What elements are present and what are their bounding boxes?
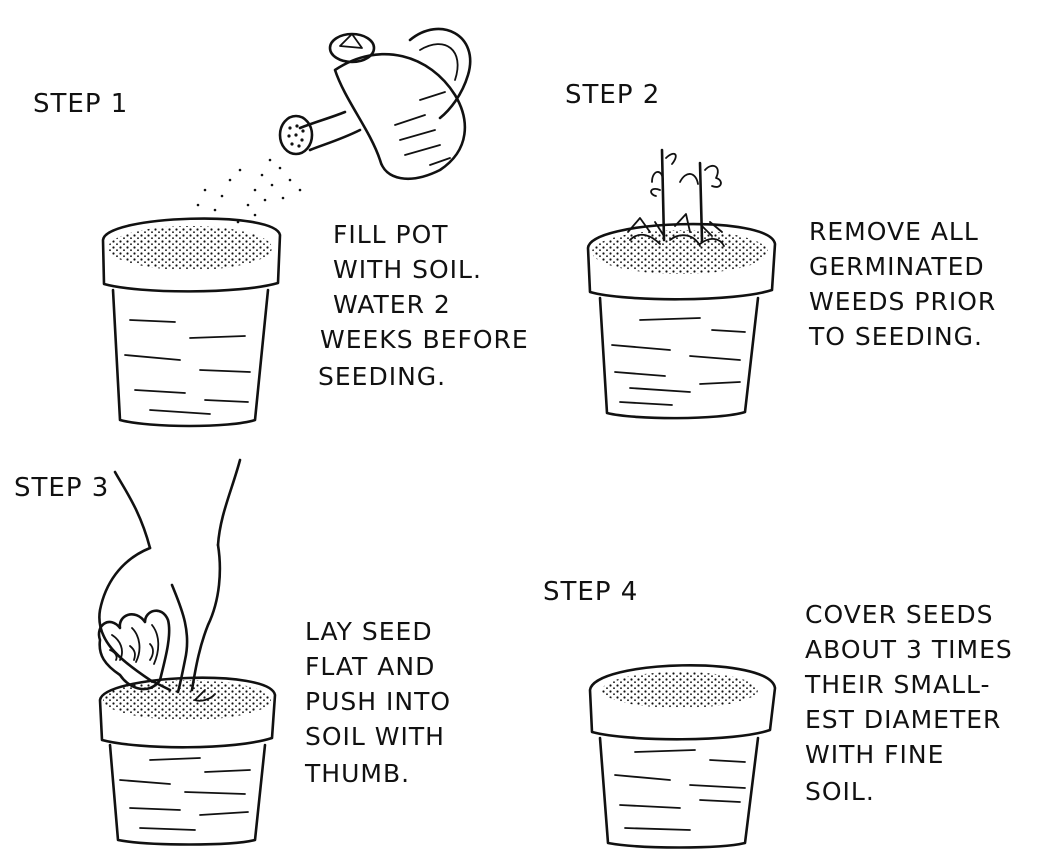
hand-icon [99,460,240,701]
step-3-caption-line: PUSH INTO [305,687,451,716]
step-4-caption-line: SOIL. [805,777,875,806]
step-2-caption-line: GERMINATED [809,252,985,281]
step-4-caption-line: THEIR SMALL- [804,670,991,699]
step-3-caption-line: LAY SEED [305,617,433,646]
step-3-caption: LAY SEED FLAT AND PUSH INTO SOIL WITH TH… [304,617,451,788]
water-spray [197,159,302,224]
step-1-caption: FILL POT WITH SOIL. WATER 2 WEEKS BEFORE… [318,220,529,391]
step-3-caption-line: SOIL WITH [305,722,445,751]
step-2-caption-line: REMOVE ALL [809,217,979,246]
step-1-caption-line: WATER 2 [333,290,451,319]
step-1-caption-line: SEEDING. [318,362,446,391]
pot-4-icon [590,665,775,847]
step-2-panel: STEP 2 REMOVE ALL GERMINATED WEEDS PRIOR… [565,80,996,418]
step-3-title: STEP 3 [14,473,109,503]
step-1-caption-line: WITH SOIL. [333,255,482,284]
watering-can-icon [280,29,470,179]
pot-3-icon [100,678,275,845]
step-4-caption: COVER SEEDS ABOUT 3 TIMES THEIR SMALL- E… [804,600,1013,806]
step-3-caption-line: FLAT AND [305,652,435,681]
step-4-caption-line: WITH FINE [805,740,944,769]
step-2-title: STEP 2 [565,80,660,110]
step-2-caption-line: WEEDS PRIOR [809,287,996,316]
step-4-panel: STEP 4 COVER SEEDS ABOUT 3 TIMES THEIR S… [543,577,1013,848]
step-1-caption-line: FILL POT [333,220,449,249]
pot-2-icon [588,224,775,418]
step-3-caption-line: THUMB. [304,759,410,788]
pot-1-icon [103,219,280,426]
step-1-title: STEP 1 [33,89,128,119]
step-4-caption-line: EST DIAMETER [805,705,1001,734]
step-1-panel: STEP 1 [33,29,529,426]
step-2-caption-line: TO SEEDING. [808,322,983,351]
step-3-panel: STEP 3 LAY SEED FLAT AND PUSH INTO SOIL … [14,460,451,845]
step-2-caption: REMOVE ALL GERMINATED WEEDS PRIOR TO SEE… [808,217,996,351]
step-4-caption-line: COVER SEEDS [805,600,994,629]
step-4-title: STEP 4 [543,577,638,607]
step-4-caption-line: ABOUT 3 TIMES [805,635,1013,664]
step-1-caption-line: WEEKS BEFORE [320,325,529,354]
